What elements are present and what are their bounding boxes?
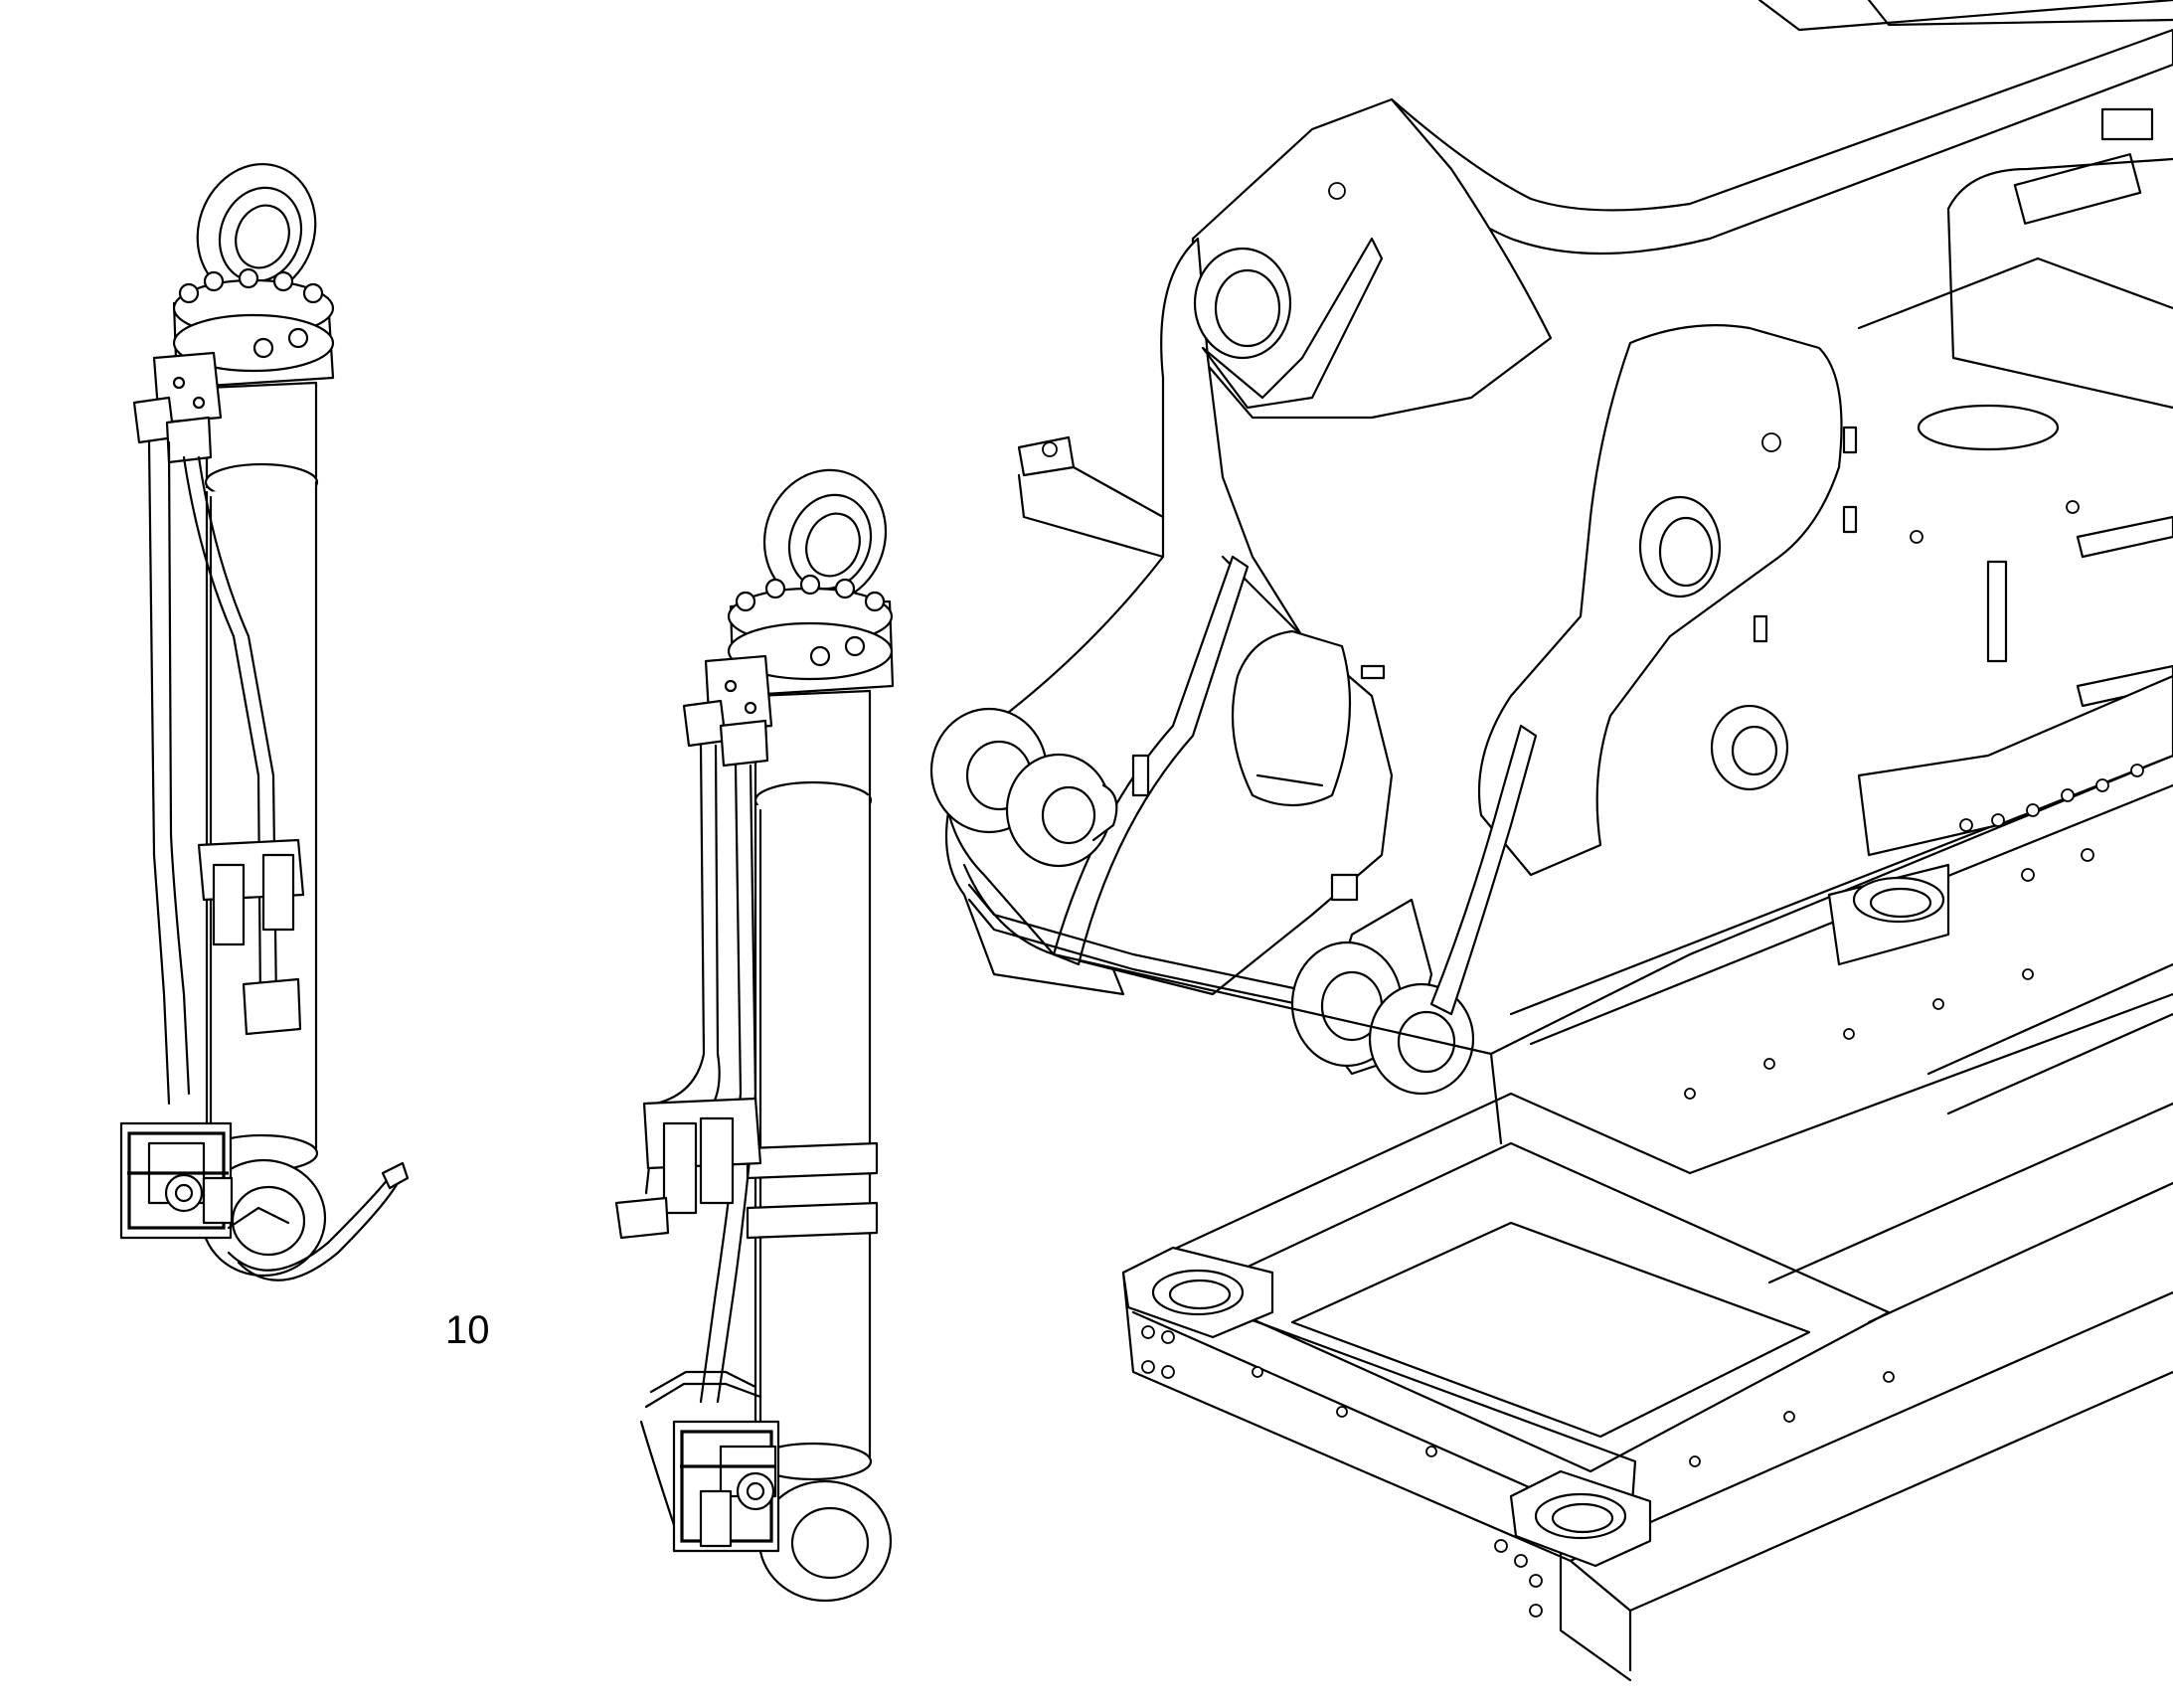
- callout-item-10: 10: [445, 1308, 490, 1352]
- hydraulic-cylinder-left: [119, 162, 410, 1281]
- hydraulic-cylinder-right: [614, 468, 895, 1603]
- machine-upper-frame: [929, 0, 2173, 1682]
